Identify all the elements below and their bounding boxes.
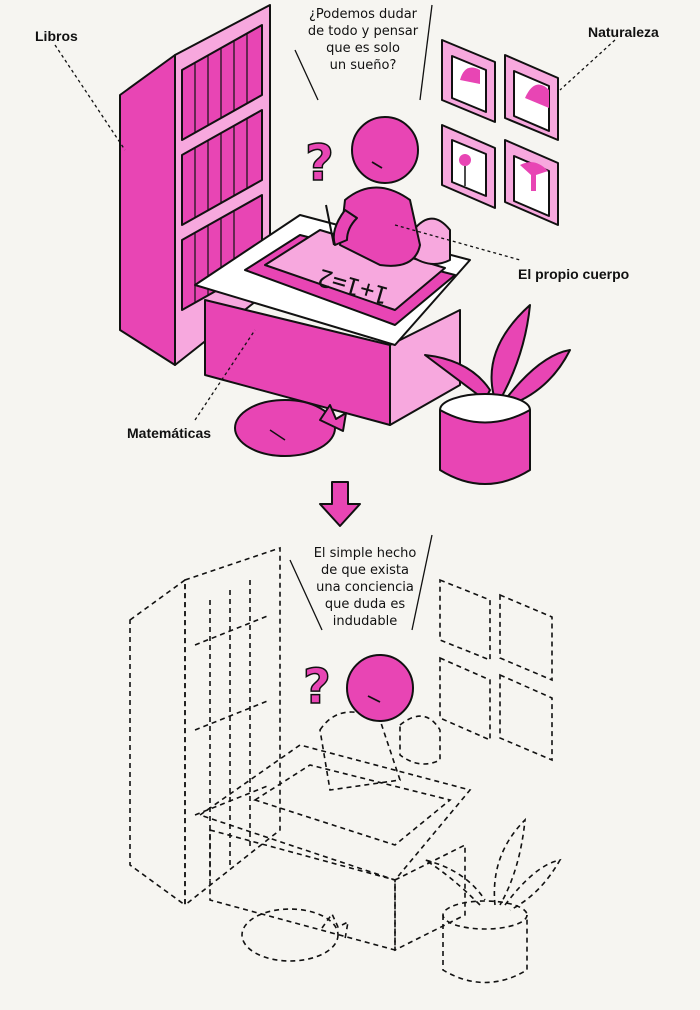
leader-lines <box>54 39 616 421</box>
speech-bubble-top: ¿Podemos dudar de todo y pensar que es s… <box>293 6 433 74</box>
speech-bubble-bottom: El simple hecho de que exista una concie… <box>300 545 430 630</box>
windows <box>441 39 559 226</box>
question-mark-top: ? <box>305 134 334 192</box>
bubble-top-line: de todo y pensar <box>307 24 419 39</box>
dashed-bookshelf <box>129 546 281 907</box>
bubble-bottom-line: de que exista <box>321 563 409 578</box>
dashed-desk <box>198 711 472 952</box>
thinking-figure: ? <box>304 116 451 267</box>
question-mark-bottom: ? <box>303 659 331 715</box>
bubble-bottom-line: El simple hecho <box>313 546 417 561</box>
awareness-figure: ? <box>302 654 414 722</box>
dashed-windows <box>439 578 553 762</box>
cat <box>234 399 347 457</box>
down-arrow-icon <box>319 481 361 527</box>
bubble-top-line: ¿Podemos dudar <box>308 7 418 22</box>
bubble-tails-bottom <box>289 534 433 631</box>
dashed-cat <box>241 908 350 962</box>
bubble-tails-top <box>294 4 433 101</box>
label-own-body: El propio cuerpo <box>518 266 630 282</box>
bubble-bottom-line: una conciencia <box>316 580 414 595</box>
dashed-plant <box>424 817 562 984</box>
label-nature: Naturaleza <box>588 24 659 40</box>
desk: 1+1=2 <box>194 214 471 426</box>
plant <box>424 304 571 485</box>
label-math: Matemáticas <box>127 425 212 441</box>
bubble-bottom-line: que duda es <box>324 597 406 612</box>
label-books: Libros <box>35 28 78 44</box>
bubble-top-line: que es solo <box>326 41 400 56</box>
bubble-bottom-line: indudable <box>332 614 398 629</box>
bubble-top-line: un sueño? <box>329 58 397 73</box>
